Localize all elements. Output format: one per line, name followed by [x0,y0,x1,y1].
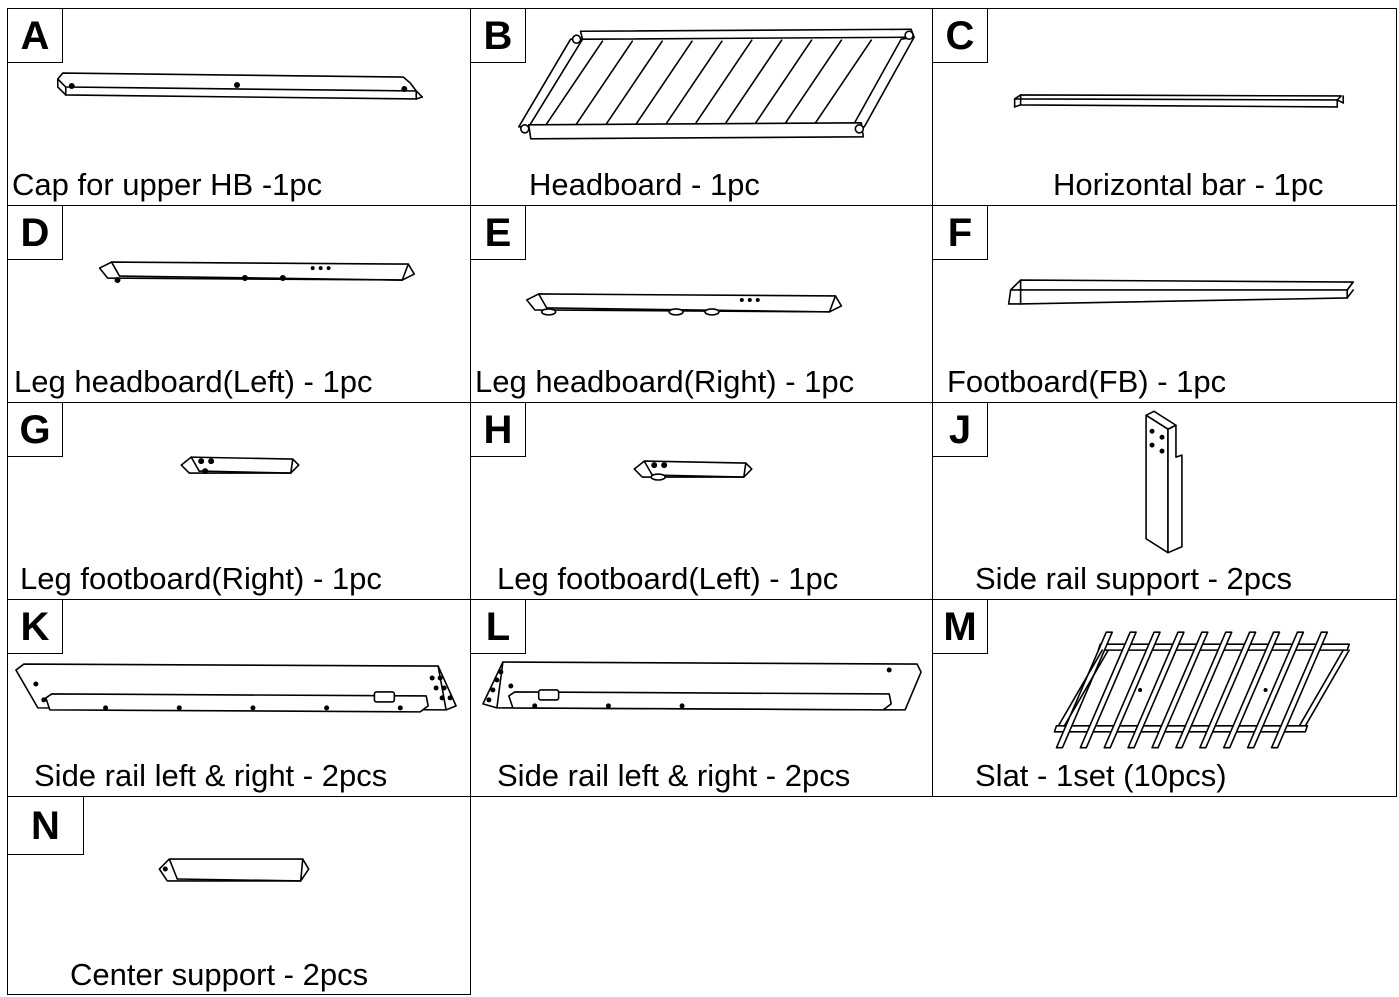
part-caption: Slat - 1set (10pcs) [975,758,1227,793]
part-caption: Side rail left & right - 2pcs [34,758,388,793]
part-letter: L [471,600,526,654]
part-letter: H [471,403,526,457]
part-cell-k: K Side rail left & right - 2pcs [7,599,471,797]
part-cell-d: D Leg headboard(Left) - 1pc [7,205,471,403]
part-letter: F [933,206,988,260]
part-cell-g: G Leg footboard(Right) - 1pc [7,402,471,600]
part-letter: K [8,600,63,654]
part-letter: M [933,600,988,654]
leg-headboard-right-drawing [525,293,843,316]
part-caption: Leg footboard(Left) - 1pc [497,561,839,596]
part-caption: Side rail support - 2pcs [975,561,1293,596]
part-letter: G [8,403,63,457]
leg-footboard-left-drawing [633,460,753,481]
part-cell-m: M Slat - 1set (10pcs) [932,599,1397,797]
part-cell-c: C Horizontal bar - 1pc [932,8,1397,206]
part-cell-f: F Footboard(FB) - 1pc [932,205,1397,403]
part-letter: A [8,9,63,63]
headboard-drawing [517,28,915,140]
part-cell-n: N Center support - 2pcs [7,796,471,995]
part-letter: B [471,9,526,63]
part-letter: E [471,206,526,260]
part-caption: Center support - 2pcs [70,957,369,992]
center-support-drawing [158,858,310,882]
part-caption: Side rail left & right - 2pcs [497,758,851,793]
part-caption: Leg headboard(Left) - 1pc [14,364,373,399]
cap-for-upper-hb-drawing [56,72,424,100]
part-caption: Cap for upper HB -1pc [12,167,323,202]
part-cell-j: J Side rail support - 2pcs [932,402,1397,600]
footboard-drawing [1007,279,1354,305]
part-letter: J [933,403,988,457]
side-rail-left-right-drawing [482,661,922,711]
part-caption: Headboard - 1pc [529,167,760,202]
part-cell-h: H Leg footboard(Left) - 1pc [470,402,933,600]
side-rail-support-drawing [1145,410,1183,554]
part-caption: Leg headboard(Right) - 1pc [475,364,855,399]
part-cell-b: B Headboard - 1pc [470,8,933,206]
part-caption: Leg footboard(Right) - 1pc [20,561,382,596]
part-caption: Horizontal bar - 1pc [1053,167,1324,202]
horizontal-bar-drawing [1013,94,1345,109]
part-cell-a: A Cap for upper HB -1pc [7,8,471,206]
part-letter: N [8,797,84,855]
part-letter: C [933,9,988,63]
slat-set-drawing [1053,631,1350,749]
leg-headboard-left-drawing [98,261,416,284]
part-letter: D [8,206,63,260]
leg-footboard-right-drawing [180,456,300,475]
part-cell-e: E Leg headboard(Right) - 1pc [470,205,933,403]
part-caption: Footboard(FB) - 1pc [947,364,1227,399]
side-rail-left-right-drawing [15,663,457,713]
part-cell-l: L Side rail left & right - 2pcs [470,599,933,797]
